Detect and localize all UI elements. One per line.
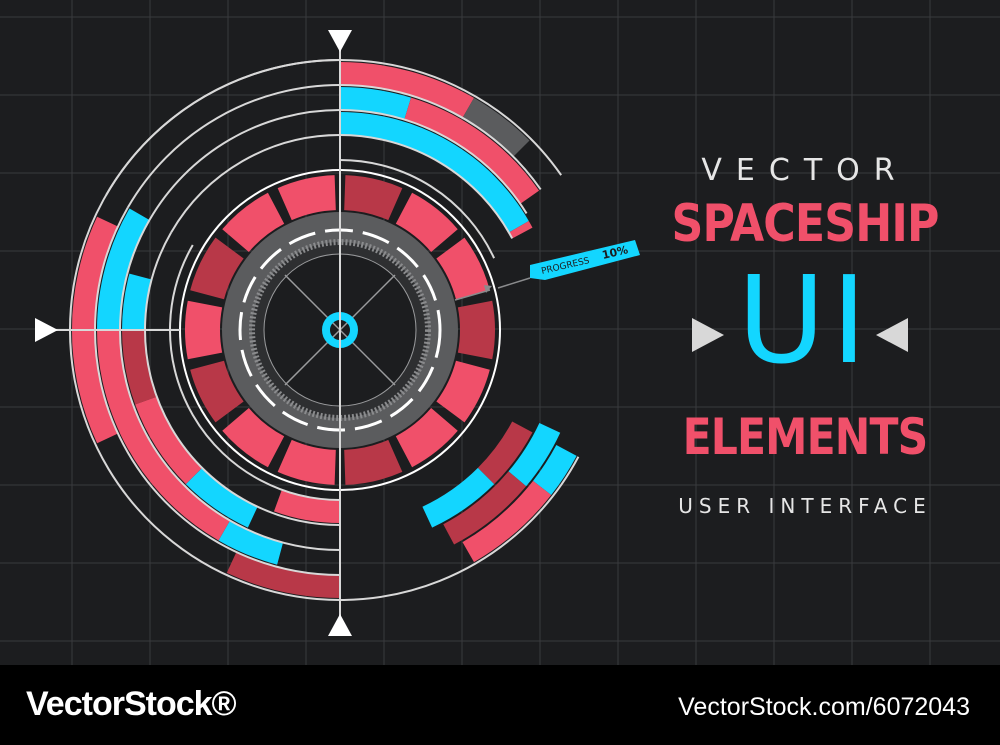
hud-ring-segment (122, 330, 157, 405)
hud-ring-outline (144, 232, 341, 526)
triangle-right-icon (35, 318, 58, 342)
hud-ring-segment (404, 97, 540, 204)
hud-ring-segment (273, 489, 340, 523)
image-credit: VectorStock.com/6072043 (678, 693, 970, 721)
hud-ring-segment (508, 422, 561, 487)
watermark-footer: VectorStock® VectorStock.com/6072043 (0, 665, 1000, 745)
hud-ring-segment (226, 552, 340, 598)
hud-inner-segment (395, 192, 458, 252)
hud-inner-segment (277, 439, 336, 485)
hud-ring-segment (340, 87, 412, 120)
hud-inner-segment (436, 360, 490, 423)
triangle-up-icon (328, 614, 352, 636)
hud-ring-segment (122, 273, 152, 330)
hud-ring-outline (94, 207, 341, 576)
title-spaceship: SPACESHIP (671, 194, 939, 254)
hud-ring-outline (339, 159, 495, 259)
brand-logo: VectorStock® (26, 685, 237, 723)
hud-ring-outline (169, 244, 341, 501)
title-vector: VECTOR (701, 153, 909, 188)
hud-ring-outline (170, 134, 341, 234)
hud-inner-segment (190, 237, 244, 300)
hud-ring-segment (135, 396, 203, 485)
hud-ring-segment (340, 62, 474, 118)
hud-inner-segment (222, 408, 285, 468)
hud-inner-segment (436, 237, 490, 300)
progress-pointer (454, 289, 491, 301)
triangle-left-icon (876, 318, 908, 352)
title-elements: ELEMENTS (682, 408, 929, 466)
hud-ring-segment (508, 221, 533, 239)
progress-value: 10% (601, 243, 630, 262)
hud-ring-segment (340, 112, 529, 233)
hud-ring-segment (97, 330, 150, 452)
triangle-right-icon (692, 318, 724, 352)
progress-pointer-arrow (484, 285, 492, 293)
hud-ring-segment (462, 480, 552, 563)
title-ui: UI (737, 252, 873, 391)
hud-inner-segment (190, 360, 244, 423)
hud-ring-outline (339, 134, 514, 239)
hud-ring-segment (119, 422, 230, 541)
triangle-down-icon (328, 30, 352, 52)
hud-inner-segment (222, 192, 285, 252)
hud-ring-outline (126, 84, 341, 209)
hud-ring-outline (339, 59, 562, 176)
hud-ring-outline (339, 109, 528, 214)
hud-inner-segment (277, 175, 336, 221)
hud-ring-segment (185, 467, 258, 528)
subtitle-user-interface: USER INTERFACE (678, 494, 932, 518)
hud-ring-segment (533, 445, 577, 495)
hud-inner-segment (344, 175, 403, 221)
hud-inner-segment (344, 439, 403, 485)
hud-ring-segment (218, 520, 284, 565)
progress-tag (530, 240, 640, 280)
hud-ring-segment (462, 97, 530, 157)
hud-inner-segment (185, 300, 223, 360)
hud-ring-outline (105, 59, 341, 196)
hud-inner-segment (395, 408, 458, 468)
hud-ring-outline (339, 84, 542, 191)
progress-leader (497, 277, 531, 289)
hud-ring-outline (148, 109, 341, 221)
hud-inner-segment (457, 300, 495, 360)
hud-ring-segment (422, 467, 495, 528)
hud-ring-segment (443, 471, 527, 545)
hud-ring-outline (119, 219, 341, 551)
hud-ring-segment (97, 208, 150, 330)
hud-ring-segment (477, 421, 533, 485)
